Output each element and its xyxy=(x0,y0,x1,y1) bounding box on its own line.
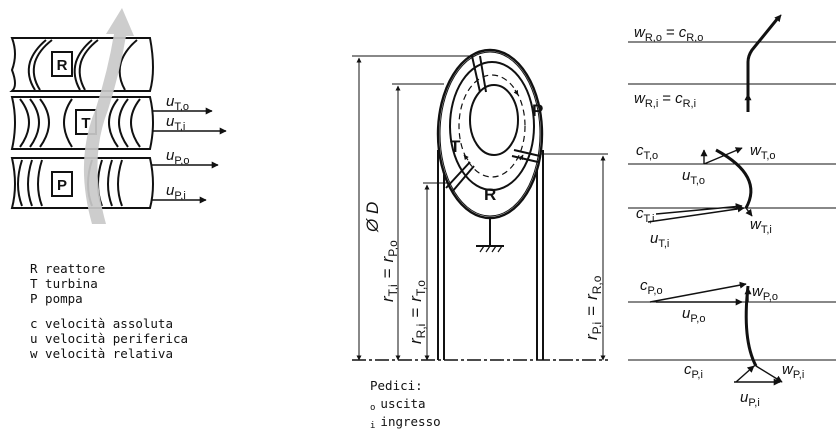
pump-c-i-label: cP,i xyxy=(684,361,703,381)
legend-line-c: c velocità assoluta xyxy=(30,316,173,331)
legend-line-w: w velocità relativa xyxy=(30,346,173,361)
turbine-row-label: T xyxy=(81,115,90,132)
reactor-row: R xyxy=(9,37,154,92)
pump-u-o-label: uP,o xyxy=(682,305,705,325)
pump-w-o-label: wP,o xyxy=(752,283,778,303)
speed-label-up-i: uP,i xyxy=(166,182,186,202)
flow-arrow xyxy=(83,8,134,224)
pump-row-label: P xyxy=(57,177,67,194)
blade-speed-arrows xyxy=(152,107,227,204)
section-label-reactor: R xyxy=(484,185,496,204)
turbine-u-i-label: uT,i xyxy=(650,230,669,250)
speed-label-ut-o: uT,o xyxy=(166,93,189,113)
legend-line-u: u velocità periferica xyxy=(30,331,188,346)
reactor-row-label: R xyxy=(57,57,68,74)
velocity-triangles: wR,o=cR,o wR,i=cR,i cT,o wT,o uT,o cT,i … xyxy=(628,14,836,409)
legend: R reattore T turbina P pompa c velocità … xyxy=(30,261,188,361)
legend-line-reactor: R reattore xyxy=(30,261,105,276)
turbine-row: T xyxy=(10,96,154,150)
turbine-c-o-label: cT,o xyxy=(636,142,658,162)
section-label-pump: P xyxy=(532,101,543,120)
pump-u-i-label: uP,i xyxy=(740,389,760,409)
pump-w-i-label: wP,i xyxy=(782,361,804,381)
meridian-section: T P R Ø D rT,i=rP,o rR,i=rT,o rP,i=rR,o xyxy=(352,48,608,361)
reactor-inlet-label: wR,i=cR,i xyxy=(634,90,696,110)
turbine-w-o-label: wT,o xyxy=(750,142,776,162)
legend-line-pump: P pompa xyxy=(30,291,83,306)
turbine-w-i-label: wT,i xyxy=(750,216,772,236)
turbine-c-i-label: cT,i xyxy=(636,205,655,225)
blade-rows: R T P uT,o uT,i uP,o uP,i xyxy=(9,8,227,224)
diameter-label: Ø D xyxy=(363,202,382,233)
radius-label-a: rT,i=rP,o xyxy=(378,240,400,302)
radius-label-c: rP,i=rR,o xyxy=(582,275,604,340)
pump-c-o-label: cP,o xyxy=(640,277,663,297)
subscript-title: Pedici: xyxy=(370,378,423,393)
speed-label-ut-i: uT,i xyxy=(166,113,185,133)
reactor-row-label-box xyxy=(51,51,73,77)
pump-row-label-box xyxy=(51,171,73,197)
reactor-outlet-label: wR,o=cR,o xyxy=(634,24,703,44)
legend-line-turbine: T turbina xyxy=(30,276,98,291)
pump-row: P xyxy=(10,157,154,209)
section-label-turbine: T xyxy=(450,137,461,156)
turbine-u-o-label: uT,o xyxy=(682,167,705,187)
speed-label-up-o: uP,o xyxy=(166,147,189,167)
radius-label-b: rR,i=rT,o xyxy=(406,280,428,344)
